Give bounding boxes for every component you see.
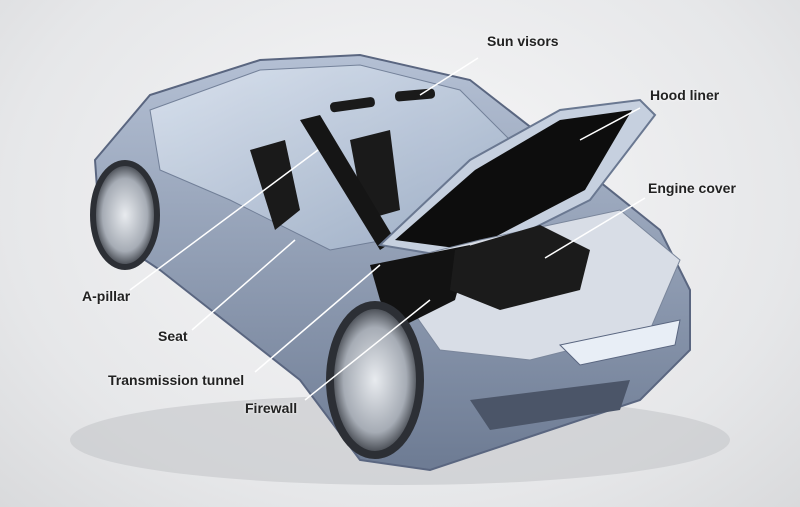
hood-liner xyxy=(395,110,632,250)
front-wheel xyxy=(326,301,424,459)
label-firewall: Firewall xyxy=(245,400,298,416)
seat xyxy=(250,140,300,230)
label-engine-cover: Engine cover xyxy=(648,180,736,196)
leader-sun-visors xyxy=(419,57,479,96)
label-seat: Seat xyxy=(158,328,188,344)
leader-hood-liner xyxy=(579,107,641,141)
leader-lines xyxy=(129,57,646,401)
label-transmission-tunnel: Transmission tunnel xyxy=(108,372,245,388)
leader-engine-cover xyxy=(544,197,646,259)
a-pillar xyxy=(300,115,395,250)
rear-wheel xyxy=(90,160,160,270)
leader-transmission-tunnel xyxy=(254,264,381,373)
label-hood-liner: Hood liner xyxy=(650,87,720,103)
leader-seat xyxy=(191,239,296,331)
grille xyxy=(470,380,630,430)
headlight xyxy=(558,319,681,366)
engine-cover xyxy=(450,225,590,310)
sun-visor-left xyxy=(330,97,375,113)
leader-a-pillar xyxy=(129,149,319,291)
leader-firewall xyxy=(304,299,431,401)
label-sun-visors: Sun visors xyxy=(487,33,559,49)
label-a-pillar: A-pillar xyxy=(82,288,131,304)
